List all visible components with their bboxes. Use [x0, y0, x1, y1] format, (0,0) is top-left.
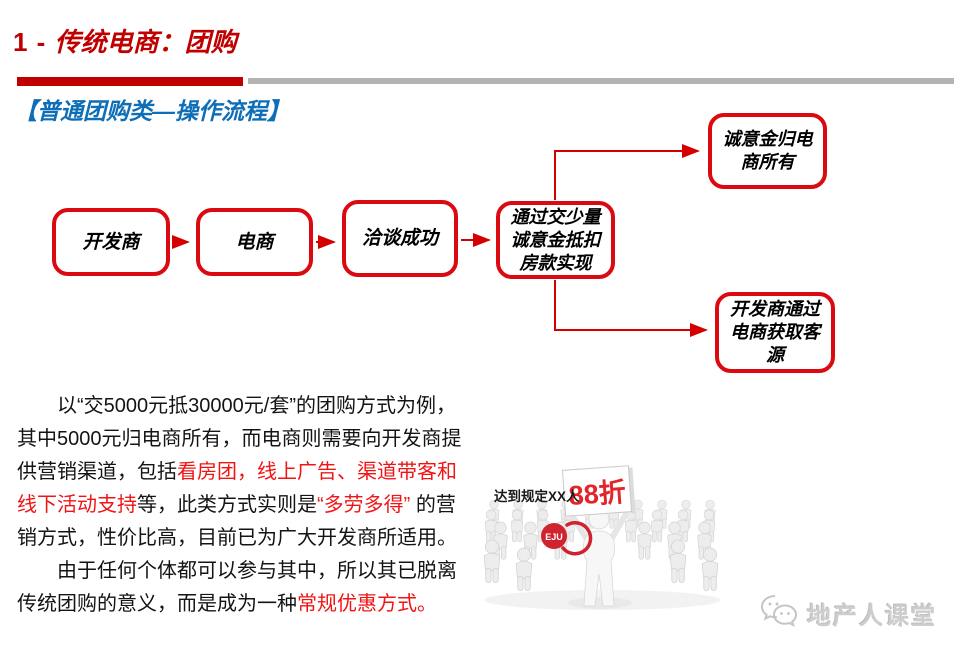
text-run-highlight: 看房团，线上广告、渠道带客和线下活动支持 [17, 461, 457, 516]
watermark: 地产人课堂 [760, 594, 937, 633]
connector-down-right [554, 280, 708, 337]
flow-node-label: 开发商通过电商获取客源 [730, 299, 820, 365]
flow-node-label: 洽谈成功 [361, 228, 438, 249]
crowd-illustration: 88折 达到规定XX人 EJU [480, 448, 746, 614]
flow-node-customers-via-ecom: 开发商通过电商获取客源 [715, 292, 835, 373]
flow-node-ecommerce: 电商 [196, 208, 313, 276]
page-title: 1 - 传统电商：团购 [13, 22, 237, 59]
flow-node-label: 开发商 [82, 231, 140, 253]
paragraph-1: 以“交5000元抵30000元/套”的团购方式为例，其中5000元归电商所有，而… [17, 390, 469, 555]
section-subtitle: 【普通团购类—操作流程】 [14, 98, 290, 124]
flow-node-label: 诚意金归电商所有 [722, 129, 813, 172]
connector-up-right [554, 144, 700, 200]
text-run: 以“交5000元抵30000元/套”的团购方式为例，其中5000元归电商所有，而… [17, 395, 462, 483]
flow-node-developer: 开发商 [52, 208, 170, 276]
text-run-highlight: “多劳多得” [317, 494, 411, 516]
flow-node-deal-success: 洽谈成功 [342, 200, 458, 277]
wechat-icon [760, 594, 800, 633]
text-run: 的营销方式，性价比高，目前已为广大开发商所适用。 [17, 494, 457, 549]
flow-node-label: 电商 [235, 231, 274, 253]
eju-badge: EJU [541, 521, 593, 556]
title-text: 传统电商：团购 [54, 27, 237, 57]
discount-sign-text: 88折 [568, 477, 627, 511]
title-underline-gray [248, 78, 954, 84]
flow-node-deposit-to-ecom: 诚意金归电商所有 [708, 113, 827, 189]
body-text: 以“交5000元抵30000元/套”的团购方式为例，其中5000元归电商所有，而… [17, 390, 469, 621]
ground-shadow-center [568, 597, 632, 609]
flow-node-deposit-offset: 通过交少量诚意金抵扣房款实现 [496, 201, 615, 279]
text-run: 等，此类方式实则是 [137, 494, 317, 516]
eju-badge-text: EJU [545, 532, 563, 542]
text-run: 由于任何个体都可以参与其中，所以其已脱离传统团购的意义，而是成为一种 [17, 560, 457, 615]
title-underline-red [17, 77, 243, 86]
crowd-caption: 达到规定XX人 [494, 488, 580, 504]
title-number: 1 - [13, 27, 55, 57]
discount-sign: 88折 [561, 465, 636, 517]
paragraph-2: 由于任何个体都可以参与其中，所以其已脱离传统团购的意义，而是成为一种常规优惠方式… [17, 555, 469, 621]
text-run-highlight: 常规优惠方式。 [297, 593, 437, 615]
flow-node-label: 通过交少量诚意金抵扣房款实现 [510, 206, 601, 273]
watermark-text: 地产人课堂 [807, 603, 937, 630]
